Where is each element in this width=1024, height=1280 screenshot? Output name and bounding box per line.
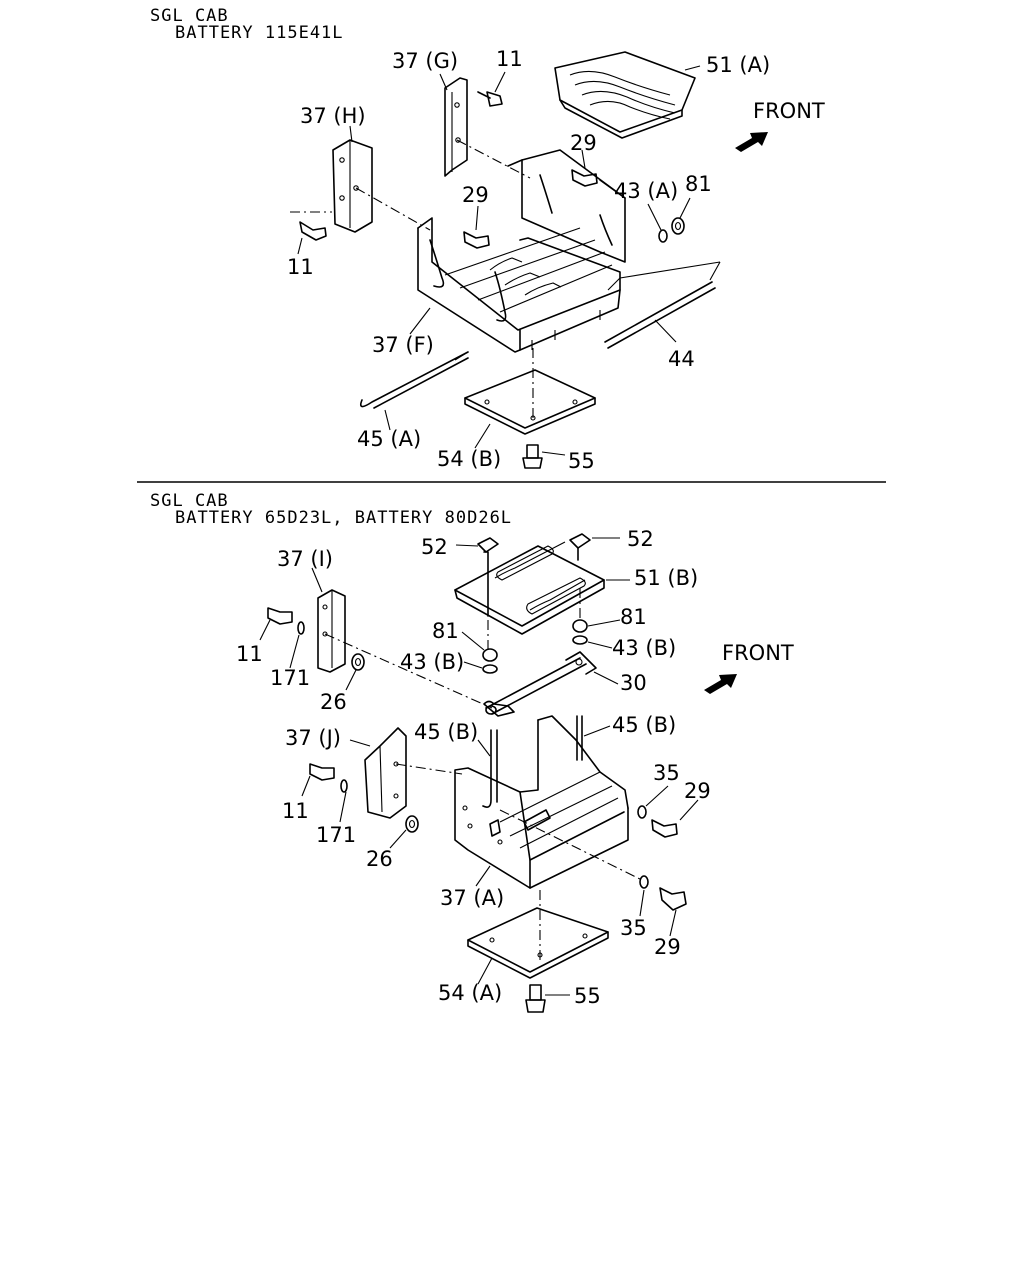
label-52-left: 52	[421, 535, 448, 559]
battery-tray-37a	[454, 715, 629, 889]
section-top-header-line2: BATTERY 115E41L	[175, 23, 344, 43]
stud-45b-right	[576, 715, 583, 761]
bracket-37h	[332, 139, 373, 233]
front-arrow-bottom	[704, 674, 737, 694]
battery-cover-51a	[554, 51, 696, 139]
hook-bolt-45a	[359, 351, 469, 409]
bolt-11-left	[299, 221, 327, 241]
label-81-top: 81	[685, 172, 712, 196]
label-29-bottom-upper: 29	[684, 779, 711, 803]
label-11-bottom-lower: 11	[282, 799, 309, 823]
bolt-29-lower	[463, 231, 490, 249]
wing-nut-52-left	[477, 537, 499, 617]
stud-45b-left	[482, 729, 498, 808]
centerline-lower-bolt	[499, 809, 643, 881]
hold-down-bar-30	[483, 651, 597, 717]
washer-43b-left	[482, 664, 498, 674]
spring-washer-171-upper	[297, 621, 305, 635]
plate-54a	[467, 907, 609, 979]
label-29-upper: 29	[570, 131, 597, 155]
front-label-top: FRONT	[753, 99, 825, 123]
centerline-37j	[395, 763, 463, 775]
label-43a: 43 (A)	[614, 179, 678, 203]
washer-43b-right	[572, 635, 588, 645]
label-37g: 37 (G)	[392, 49, 458, 73]
front-arrow-top	[735, 132, 768, 152]
washer-35-upper	[637, 805, 647, 819]
bolt-55-top	[522, 444, 543, 469]
centerline-37g	[456, 139, 531, 179]
washer-35-lower	[639, 875, 649, 889]
centerline-37h	[355, 187, 431, 231]
label-55-bottom: 55	[574, 984, 601, 1008]
label-30: 30	[620, 671, 647, 695]
section-top: SGL CAB BATTERY 115E41L	[150, 6, 825, 473]
label-26-lower: 26	[366, 847, 393, 871]
leaders-bottom	[259, 537, 699, 996]
section-bottom-header-line1: SGL CAB	[150, 491, 229, 511]
bolt-11-bottom-upper	[267, 607, 293, 625]
label-11-bottom-upper: 11	[236, 642, 263, 666]
bracket-37j	[364, 727, 407, 819]
bolt-29-bottom-lower	[659, 887, 687, 911]
bolt-11-bottom-lower	[309, 763, 335, 781]
label-51a: 51 (A)	[706, 53, 770, 77]
nut-81-right	[572, 619, 588, 633]
label-81-right: 81	[620, 605, 647, 629]
spring-washer-171-lower	[340, 779, 348, 793]
wing-nut-52-right	[569, 533, 591, 561]
label-81-left: 81	[432, 619, 459, 643]
label-54a: 54 (A)	[438, 981, 502, 1005]
bracket-37g	[444, 77, 468, 177]
label-37a: 37 (A)	[440, 886, 504, 910]
bolt-11-top	[477, 91, 503, 107]
front-label-bottom: FRONT	[722, 641, 794, 665]
label-171-lower: 171	[316, 823, 356, 847]
label-29-bottom-lower: 29	[654, 935, 681, 959]
washer-43a	[658, 229, 668, 243]
leaders-top	[297, 65, 701, 456]
plate-54b	[464, 369, 596, 435]
nut-81-top	[671, 217, 685, 235]
label-29-lower: 29	[462, 183, 489, 207]
label-55-top: 55	[568, 449, 595, 473]
battery-cover-51b	[454, 541, 605, 635]
bolt-55-bottom	[525, 984, 546, 1013]
label-171-upper: 171	[270, 666, 310, 690]
label-45b-left: 45 (B)	[414, 720, 478, 744]
label-11-left: 11	[287, 255, 314, 279]
label-54b: 54 (B)	[437, 447, 501, 471]
label-11-top: 11	[496, 47, 523, 71]
rod-44	[604, 261, 721, 349]
section-bottom: SGL CAB BATTERY 65D23L, BATTERY 80D26L	[150, 491, 794, 1013]
label-51b: 51 (B)	[634, 566, 698, 590]
bolt-29-upper	[571, 169, 598, 187]
section-bottom-header-line2: BATTERY 65D23L, BATTERY 80D26L	[175, 508, 512, 528]
label-45b-right: 45 (B)	[612, 713, 676, 737]
label-37h: 37 (H)	[300, 104, 366, 128]
label-43b-left: 43 (B)	[400, 650, 464, 674]
label-44: 44	[668, 347, 695, 371]
label-35-upper: 35	[653, 761, 680, 785]
label-35-lower: 35	[620, 916, 647, 940]
label-45a: 45 (A)	[357, 427, 421, 451]
label-26-upper: 26	[320, 690, 347, 714]
label-52-right: 52	[627, 527, 654, 551]
bolt-29-bottom-upper	[651, 819, 678, 838]
label-37i: 37 (I)	[277, 547, 333, 571]
label-37f: 37 (F)	[372, 333, 434, 357]
nut-81-left	[482, 648, 498, 662]
label-43b-right: 43 (B)	[612, 636, 676, 660]
section-top-header-line1: SGL CAB	[150, 6, 229, 26]
bracket-37i	[317, 589, 346, 673]
nut-26-lower	[405, 815, 419, 833]
nut-26-upper	[351, 653, 365, 671]
battery-tray-37f	[417, 149, 626, 353]
label-37j: 37 (J)	[285, 726, 341, 750]
